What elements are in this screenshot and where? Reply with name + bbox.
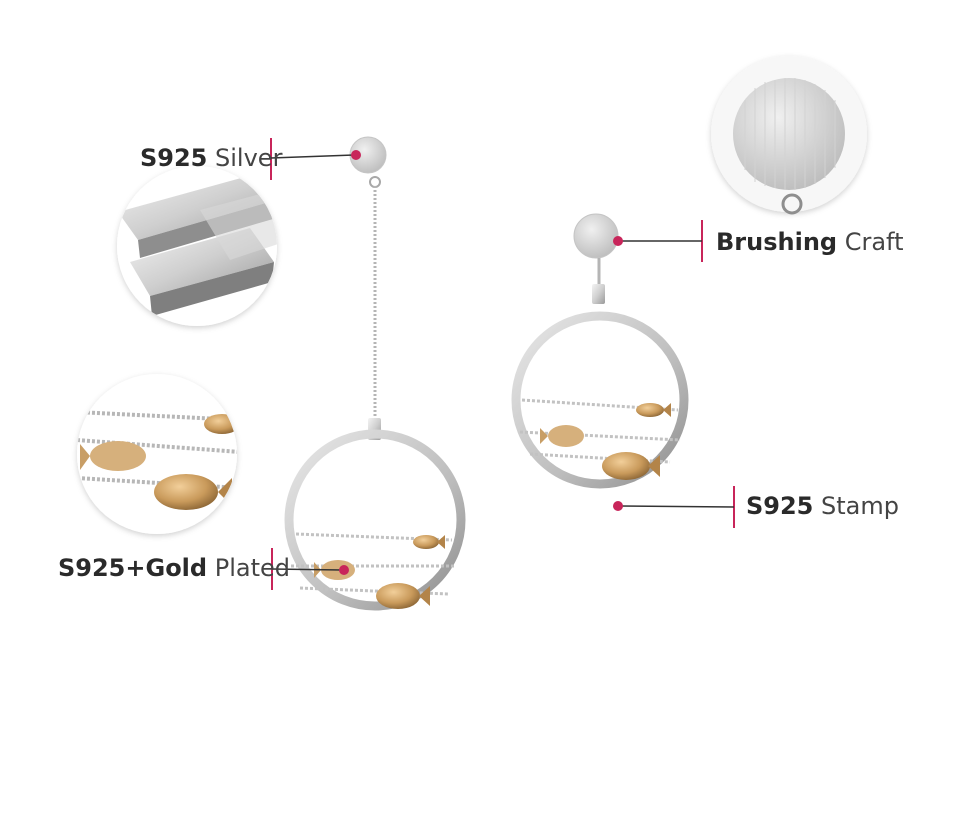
callout-gold-leader bbox=[271, 548, 349, 590]
callout-stamp-light: Stamp bbox=[821, 492, 899, 520]
left-earring bbox=[284, 136, 466, 611]
gold-fish-detail bbox=[77, 374, 237, 534]
callout-silver-leader bbox=[270, 138, 361, 180]
callout-gold-strong: S925+Gold bbox=[58, 554, 208, 582]
gold-marker-dot bbox=[339, 565, 349, 575]
stamp-marker-dot bbox=[613, 501, 623, 511]
callout-silver-label: S925 Silver bbox=[140, 143, 282, 173]
right-earring bbox=[511, 213, 689, 489]
callout-brushing-strong: Brushing bbox=[716, 228, 838, 256]
callout-stamp-strong: S925 bbox=[746, 492, 814, 520]
callout-brushing-label: Brushing Craft bbox=[716, 227, 904, 257]
silver-marker-dot bbox=[351, 150, 361, 160]
brushing-marker-dot bbox=[613, 236, 623, 246]
callout-brushing-light: Craft bbox=[844, 228, 904, 256]
callout-gold-light: Plated bbox=[214, 554, 290, 582]
callout-stamp-label: S925 Stamp bbox=[746, 491, 899, 521]
callout-stamp-leader bbox=[613, 486, 735, 528]
callout-brushing-leader bbox=[613, 220, 703, 262]
brushing-detail bbox=[711, 56, 867, 215]
callout-silver-light: Silver bbox=[215, 144, 283, 172]
callout-silver-strong: S925 bbox=[140, 144, 208, 172]
callout-gold-label: S925+Gold Plated bbox=[58, 553, 290, 583]
silver-bars-detail bbox=[117, 166, 277, 326]
